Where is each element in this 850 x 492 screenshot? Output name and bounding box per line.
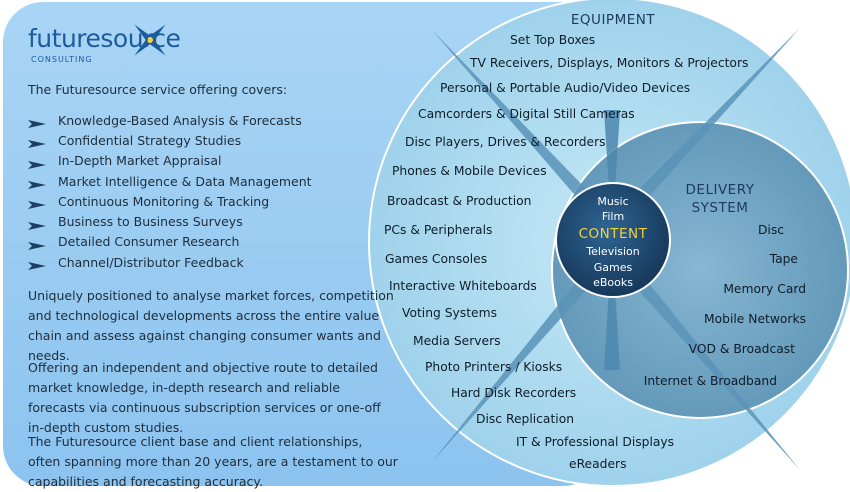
service-item: Continuous Monitoring & Tracking (28, 191, 312, 211)
equipment-item: Voting Systems (402, 306, 497, 320)
content-item-film: Film (601, 210, 625, 223)
equipment-item: Hard Disk Recorders (451, 386, 577, 400)
equipment-title: EQUIPMENT (570, 12, 656, 28)
service-label: Business to Business Surveys (58, 214, 243, 230)
arrow-bullet-icon (28, 136, 46, 149)
service-label: Continuous Monitoring & Tracking (58, 193, 270, 209)
equipment-item: Photo Printers / Kiosks (425, 360, 563, 374)
logo-wordmark: futuresource (28, 24, 181, 53)
equipment-item: Disc Replication (476, 412, 575, 426)
futuresource-logo: futuresource CONSULTING (28, 22, 198, 72)
service-item: Business to Business Surveys (28, 211, 312, 231)
equipment-item: TV Receivers, Displays, Monitors & Proje… (470, 56, 749, 70)
service-label: Confidential Strategy Studies (58, 132, 242, 148)
delivery-system-item: Mobile Networks (704, 312, 806, 326)
delivery-system-title-line2: SYSTEM (691, 200, 749, 216)
content-item-ebooks: eBooks (593, 276, 633, 289)
delivery-system-item: Internet & Broadband (643, 374, 777, 388)
service-item: Market Intelligence & Data Management (28, 171, 312, 191)
equipment-item: PCs & Peripherals (384, 223, 493, 237)
equipment-item: Phones & Mobile Devices (392, 164, 547, 178)
equipment-item: IT & Professional Displays (516, 435, 675, 449)
service-label: Market Intelligence & Data Management (58, 173, 312, 189)
services-intro: The Futuresource service offering covers… (28, 82, 288, 97)
equipment-item: Games Consoles (385, 252, 488, 266)
delivery-system-item: Tape (769, 252, 798, 266)
service-label: In-Depth Market Appraisal (58, 153, 222, 169)
arrow-bullet-icon (28, 218, 46, 230)
logo-tagline: CONSULTING (31, 55, 93, 64)
equipment-item: eReaders (569, 457, 627, 471)
arrow-bullet-icon (28, 157, 46, 169)
service-label: Detailed Consumer Research (58, 234, 240, 250)
content-item-games: Games (593, 261, 633, 274)
content-circle (555, 182, 671, 298)
delivery-system-item: Disc (757, 223, 784, 237)
service-label: Knowledge-Based Analysis & Forecasts (58, 112, 302, 128)
arrow-bullet-icon (28, 116, 46, 129)
arrow-bullet-icon (28, 238, 46, 250)
delivery-system-title-line1: DELIVERY (685, 182, 755, 198)
logo-star-icon (134, 24, 166, 56)
service-item: In-Depth Market Appraisal (28, 151, 312, 171)
service-item: Knowledge-Based Analysis & Forecasts (28, 110, 312, 130)
service-item: Confidential Strategy Studies (28, 130, 312, 150)
equipment-item: Broadcast & Production (387, 194, 532, 208)
arrow-bullet-icon (28, 258, 46, 271)
equipment-item: Personal & Portable Audio/Video Devices (440, 81, 691, 95)
arrow-bullet-icon (28, 177, 46, 190)
delivery-system-item: Memory Card (723, 282, 806, 296)
paragraph-positioning: Uniquely positioned to analyse market fo… (28, 288, 394, 363)
equipment-item: Media Servers (413, 334, 501, 348)
equipment-item: Set Top Boxes (510, 33, 596, 47)
equipment-item: Interactive Whiteboards (389, 279, 537, 293)
paragraph-client-base: The Futuresource client base and client … (28, 434, 398, 489)
star-rays (432, 28, 800, 470)
paragraph-offering: Offering an independent and objective ro… (28, 360, 381, 435)
content-item-music: Music (597, 195, 629, 208)
content-title: CONTENT (578, 226, 648, 242)
service-item: Detailed Consumer Research (28, 232, 312, 252)
service-label: Channel/Distributor Feedback (58, 254, 244, 270)
equipment-item: Camcorders & Digital Still Cameras (418, 107, 635, 121)
content-item-television: Television (586, 245, 640, 258)
arrow-bullet-icon (28, 197, 46, 210)
delivery-system-item: VOD & Broadcast (688, 342, 795, 356)
service-item: Channel/Distributor Feedback (28, 252, 312, 272)
equipment-item: Disc Players, Drives & Recorders (405, 135, 606, 149)
